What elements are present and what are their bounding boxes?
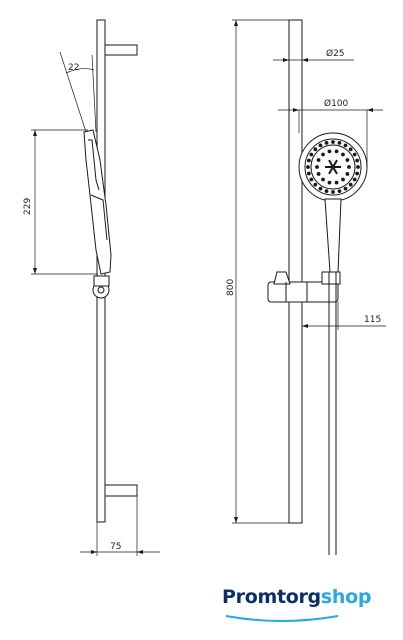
label-bracket-depth: 75	[110, 542, 121, 552]
label-angle: 22	[68, 63, 79, 73]
slider-knob-center	[97, 286, 105, 294]
brand-logo: Promtorgshop	[222, 586, 371, 608]
slider-button	[273, 271, 291, 285]
nozzle-dot	[352, 152, 357, 157]
holder-socket	[321, 271, 341, 285]
dim-100-arrow-right	[367, 108, 373, 112]
shower-head-face-front	[310, 144, 356, 190]
nozzle-dot	[347, 165, 351, 169]
shower-head-profile	[83, 129, 112, 275]
slider-holder	[267, 281, 339, 303]
brand-part1: Promtorg	[222, 586, 321, 608]
dim-100-arrow-left	[293, 108, 299, 112]
nozzle-dot	[309, 177, 314, 182]
dim-229-arrow-bottom	[33, 268, 37, 274]
nozzle-dot	[313, 147, 318, 152]
nozzle-dot	[331, 140, 335, 144]
nozzle-dot	[348, 182, 353, 187]
wall-bracket-bottom	[104, 484, 138, 497]
angle-line-1	[59, 51, 87, 133]
brand-part2: shop	[320, 586, 372, 608]
nozzle-dot	[337, 140, 342, 145]
nozzle-dot	[337, 189, 342, 194]
center-star-spoke	[328, 166, 334, 175]
nozzle-dot	[343, 186, 348, 191]
nozzle-dot	[316, 158, 321, 162]
nozzle-dot	[327, 180, 332, 185]
dim-75-arrow-right	[137, 550, 143, 554]
label-head-diameter: Ø100	[324, 98, 349, 109]
dim-25-arrow-left	[283, 58, 289, 62]
dim-75-arrow-left	[91, 550, 97, 554]
nozzle-dot	[321, 177, 325, 182]
dim-800-arrow-bottom	[234, 517, 238, 523]
dim-115-arrow	[302, 324, 308, 328]
nozzle-dot	[327, 149, 332, 154]
dim-800-arrow-top	[234, 20, 238, 26]
nozzle-dot	[356, 165, 360, 169]
shower-head-face	[88, 139, 100, 191]
nozzle-dot	[345, 158, 350, 162]
nozzle-dot	[324, 140, 329, 145]
nozzle-dot	[334, 180, 339, 185]
front-view	[232, 19, 386, 555]
side-view	[31, 19, 160, 556]
nozzle-dot	[316, 172, 321, 176]
rail-front	[288, 19, 303, 524]
nozzle-dot	[306, 165, 310, 169]
dim-25-arrow-right	[302, 58, 308, 62]
nozzle-dot	[343, 143, 348, 148]
center-star-spoke	[332, 159, 338, 168]
nozzle-dot	[345, 172, 350, 176]
nozzle-pattern	[306, 140, 360, 194]
angle-arc	[65, 68, 95, 74]
shower-head-ring	[304, 138, 362, 196]
label-rail-length: 800	[226, 279, 236, 296]
nozzle-dot	[306, 158, 311, 163]
angle-line-2	[91, 54, 97, 133]
nozzle-dot	[352, 177, 357, 182]
nozzle-dot	[309, 152, 314, 157]
nozzle-dot	[313, 182, 318, 187]
handle-line	[90, 194, 108, 241]
nozzle-dot	[341, 177, 345, 182]
nozzle-dot	[318, 143, 323, 148]
center-star-spoke	[332, 166, 338, 175]
nozzle-dot	[324, 189, 329, 194]
nozzle-dot	[341, 152, 345, 157]
wall-bracket-top	[104, 44, 138, 56]
nozzle-dot	[331, 190, 335, 194]
brand-underline-icon	[225, 615, 339, 622]
dim-229-arrow-top	[33, 130, 37, 136]
label-rail-diameter: Ø25	[326, 48, 345, 59]
nozzle-dot	[315, 165, 319, 169]
center-star-spoke	[328, 159, 334, 168]
label-slider-depth: 115	[364, 315, 381, 325]
slider-body	[93, 275, 110, 287]
shower-handle	[324, 198, 342, 273]
nozzle-dot	[355, 158, 360, 163]
nozzle-dot	[306, 171, 311, 176]
nozzle-dot	[348, 147, 353, 152]
nozzle-dot	[321, 152, 325, 157]
nozzle-dot	[318, 186, 323, 191]
nozzle-dot	[334, 149, 339, 154]
label-head-height: 229	[23, 198, 33, 215]
nozzle-dot	[355, 171, 360, 176]
